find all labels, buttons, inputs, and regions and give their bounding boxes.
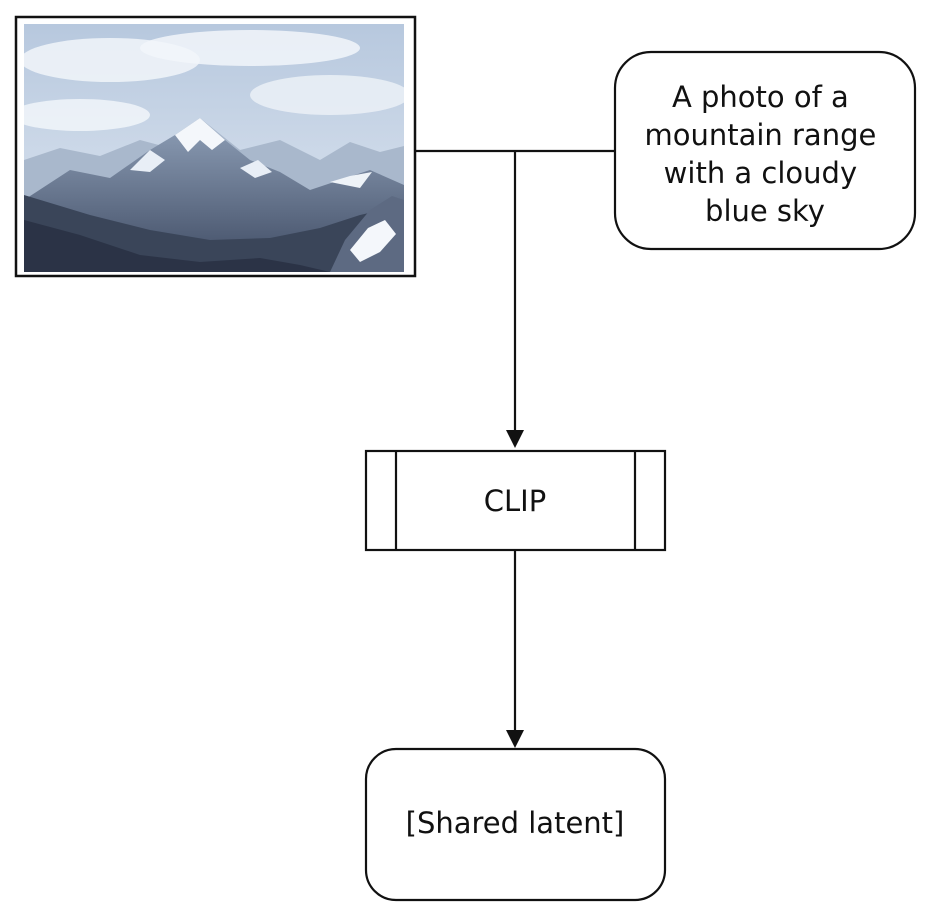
svg-text:A photo of a mountain ra: A photo of a mountain range with a cloud… (644, 80, 885, 228)
caption-line: mountain range (644, 118, 876, 152)
connectors (415, 149, 615, 732)
caption-node: A photo of a mountain range with a cloud… (613, 50, 917, 251)
mountain-photo (14, 15, 417, 278)
arrow-head-to-output-icon (506, 730, 524, 748)
clip-label: CLIP (484, 484, 546, 518)
caption-line: blue sky (705, 194, 825, 228)
clip-box (364, 449, 667, 552)
clip-node: CLIP (364, 449, 667, 552)
arrow-head-to-clip-icon (506, 430, 524, 448)
output-label: [Shared latent] (406, 806, 625, 840)
caption-line: with a cloudy (664, 156, 857, 190)
output-node: [Shared latent] (364, 747, 667, 902)
output-box (364, 747, 667, 902)
caption-line: A photo of a (672, 80, 849, 114)
